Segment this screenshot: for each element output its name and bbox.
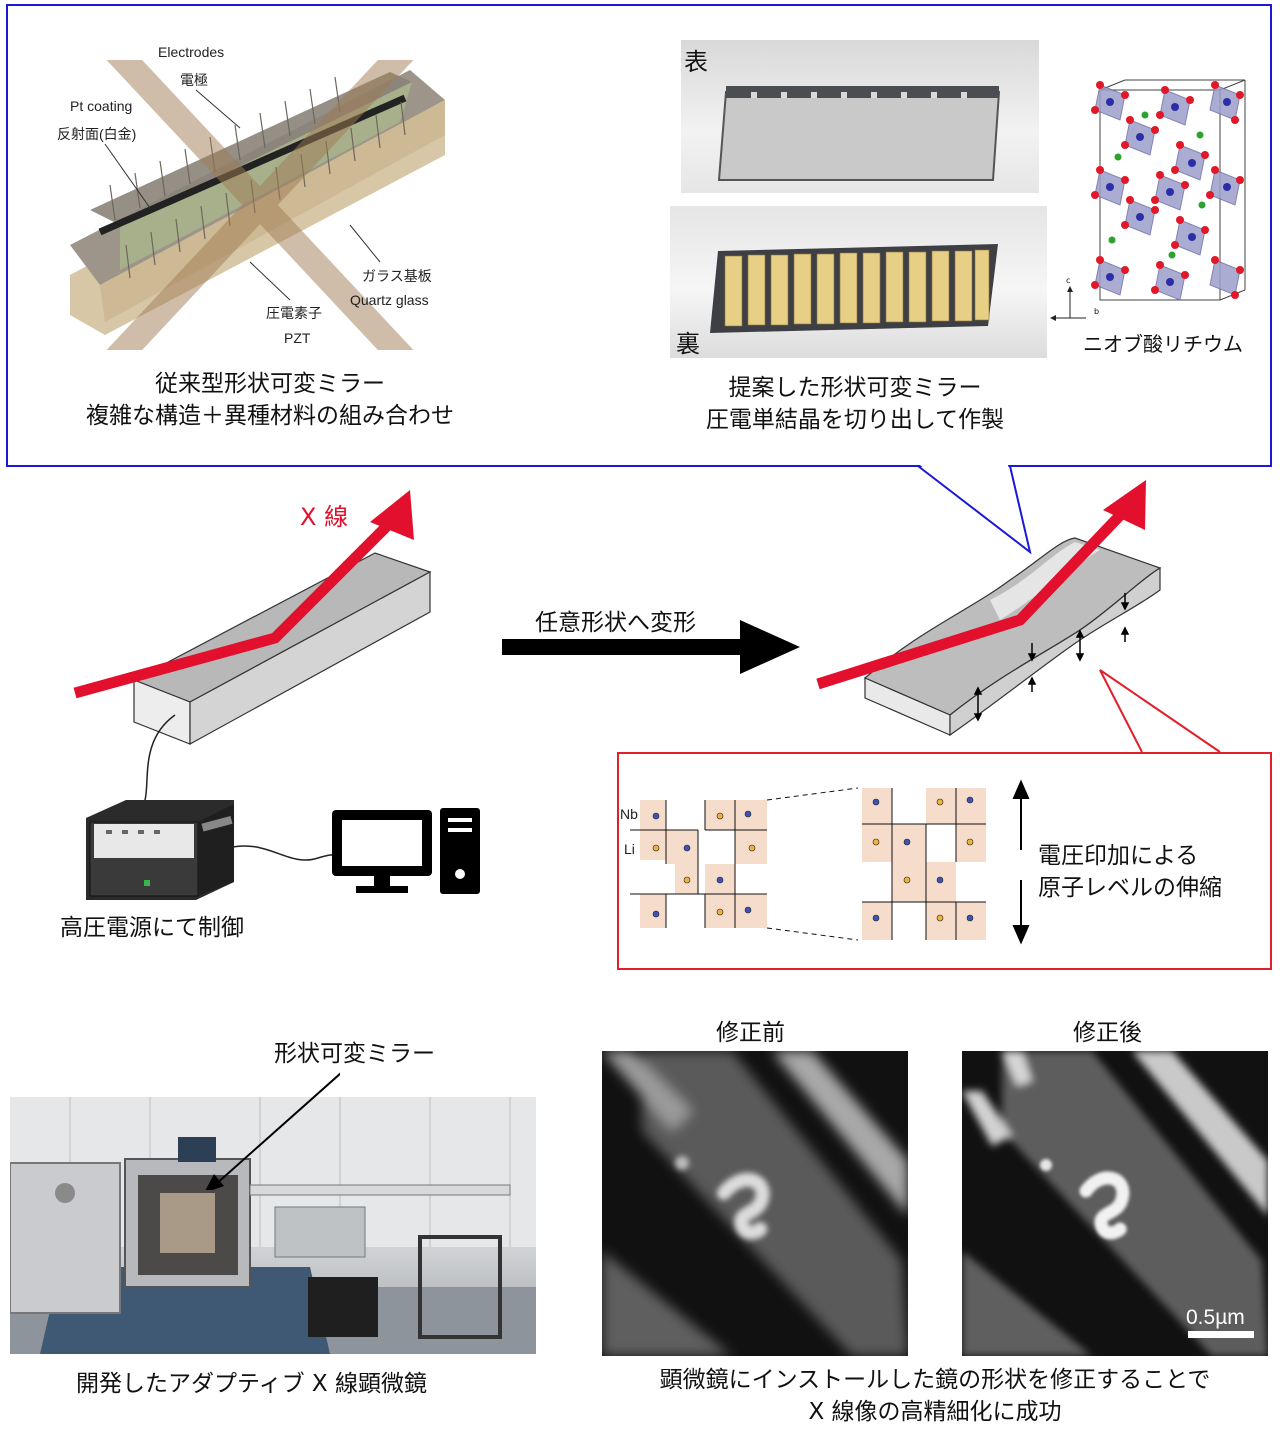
label-glass-ja: ガラス基板: [362, 268, 432, 284]
nb-label: Nb: [620, 806, 638, 822]
label-pt-coating-ja: 反射面(白金): [57, 126, 137, 142]
proposed-back-photo: [670, 206, 1047, 358]
lattice-diagram: [630, 779, 1030, 945]
xray-image-before: [602, 1051, 908, 1356]
lithium-niobate-crystal-structure: [1091, 79, 1246, 301]
mirror-pointer-label: 形状可変ミラー: [274, 1041, 435, 1067]
flat-mirror-slab: [132, 552, 432, 746]
scale-bar-label: 0.5µm: [1186, 1306, 1245, 1329]
result-caption-line1: 顕微鏡にインストールした鏡の形状を修正することで: [659, 1367, 1211, 1393]
axis-c-label: c: [1066, 276, 1071, 285]
lattice-caption-line2: 原子レベルの伸縮: [1038, 875, 1222, 901]
proposed-caption-line2: 圧電単結晶を切り出して作製: [705, 407, 1005, 433]
deform-label: 任意形状へ変形: [535, 610, 696, 636]
middle-schematic: [73, 480, 1221, 811]
conventional-caption-line2: 複雑な構造＋異種材料の組み合わせ: [86, 403, 454, 429]
lattice-caption-line1: 電圧印加による: [1038, 843, 1199, 869]
high-voltage-power-supply: [86, 800, 234, 900]
before-label: 修正前: [716, 1020, 785, 1046]
label-pzt-ja: 圧電素子: [266, 305, 322, 321]
label-pzt-en: PZT: [284, 330, 311, 346]
result-caption-line2: X 線像の高精細化に成功: [808, 1399, 1062, 1425]
computer-icon: [332, 808, 480, 894]
crystal-axes-icon: [1050, 286, 1086, 321]
label-pt-coating-en: Pt coating: [70, 98, 133, 114]
proposed-front-photo: [681, 40, 1039, 193]
after-label: 修正後: [1073, 1020, 1142, 1046]
conventional-caption-line1: 従来型形状可変ミラー: [155, 371, 385, 397]
control-caption: 高圧電源にて制御: [60, 915, 244, 941]
deformed-mirror: [863, 537, 1162, 737]
conventional-leader-lines: [104, 89, 381, 301]
axis-b-label: b: [1094, 307, 1100, 316]
top-comparison-panel: [6, 4, 1272, 467]
li-label: Li: [624, 841, 635, 857]
blue-callout-pointer: [917, 465, 1032, 555]
microscope-photo: [10, 1097, 536, 1354]
label-electrodes-en: Electrodes: [158, 44, 225, 60]
microscope-caption: 開発したアダプティブ X 線顕微鏡: [76, 1371, 427, 1397]
conventional-mirror-photo: [60, 60, 460, 350]
xray-image-after: [962, 1051, 1268, 1356]
proposed-caption-line1: 提案した形状可変ミラー: [728, 375, 982, 401]
crystal-label: ニオブ酸リチウム: [1083, 332, 1243, 356]
back-label: 裏: [676, 330, 700, 358]
label-electrodes-ja: 電極: [180, 72, 208, 88]
xray-label: X 線: [300, 503, 349, 531]
front-label: 表: [684, 48, 708, 76]
label-glass-en: Quartz glass: [350, 292, 429, 308]
mirror-pointer-arrow: [205, 1072, 340, 1190]
